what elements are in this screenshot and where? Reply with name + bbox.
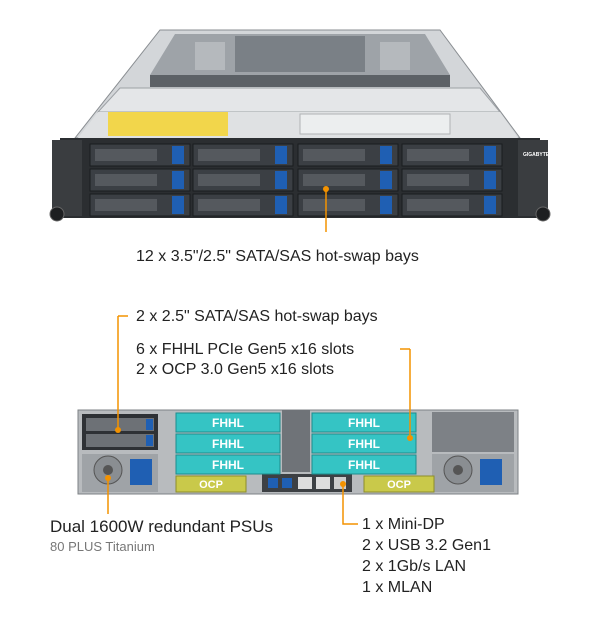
pcie-slot: FHHL (311, 433, 417, 454)
psu-sublabel: 80 PLUS Titanium (50, 539, 155, 554)
drive-bay[interactable] (89, 193, 191, 217)
ocp-slot: OCP (175, 475, 247, 493)
front-drive-bays (89, 143, 503, 217)
slot-label: FHHL (212, 416, 244, 430)
drive-bay[interactable] (192, 193, 294, 217)
drive-bay[interactable] (401, 168, 503, 192)
front-chassis-top (73, 29, 521, 139)
pcie-slots-label: 6 x FHHL PCIe Gen5 x16 slots (136, 341, 355, 358)
drive-bay[interactable] (401, 193, 503, 217)
pcie-slot: FHHL (311, 454, 417, 475)
io-ports-list: 1 x Mini-DP 2 x USB 3.2 Gen1 2 x 1Gb/s L… (362, 514, 491, 598)
slot-label: FHHL (348, 458, 380, 472)
io-line: 1 x MLAN (362, 579, 433, 596)
drive-bay[interactable] (89, 143, 191, 167)
drive-bay[interactable] (297, 193, 399, 217)
io-line: 2 x USB 3.2 Gen1 (362, 537, 491, 554)
ocp-slots-label: 2 x OCP 3.0 Gen5 x16 slots (136, 361, 335, 378)
drive-bay[interactable] (89, 168, 191, 192)
drive-bay[interactable] (192, 168, 294, 192)
rear-chassis (77, 409, 519, 495)
rear-callout-dots (105, 427, 413, 487)
drive-bay[interactable] (297, 143, 399, 167)
io-line: 2 x 1Gb/s LAN (362, 558, 467, 575)
slot-label: FHHL (348, 416, 380, 430)
pcie-slot: FHHL (175, 412, 281, 433)
front-bays-label: 12 x 3.5"/2.5" SATA/SAS hot-swap bays (136, 248, 419, 265)
ocp-label: OCP (387, 479, 411, 491)
brand-tag: GIGABYTE (523, 152, 550, 158)
slot-label: FHHL (348, 437, 380, 451)
pcie-slot: FHHL (175, 433, 281, 454)
rear-callout-lines (107, 315, 411, 525)
pcie-slot: FHHL (311, 412, 417, 433)
ocp-label: OCP (199, 479, 223, 491)
pcie-slot: FHHL (175, 454, 281, 475)
drive-bay[interactable] (297, 168, 399, 192)
psu-label: Dual 1600W redundant PSUs (50, 517, 274, 536)
drive-bay[interactable] (192, 143, 294, 167)
small-bays-label: 2 x 2.5" SATA/SAS hot-swap bays (136, 308, 378, 325)
drive-bay[interactable] (401, 143, 503, 167)
pcie-slots: FHHL FHHL FHHL FHHL FHHL FHHL OCP OCP (175, 412, 435, 493)
front-bay-callout-line (323, 186, 329, 232)
ocp-slot: OCP (363, 475, 435, 493)
slot-label: FHHL (212, 437, 244, 451)
slot-label: FHHL (212, 458, 244, 472)
io-line: 1 x Mini-DP (362, 516, 445, 533)
